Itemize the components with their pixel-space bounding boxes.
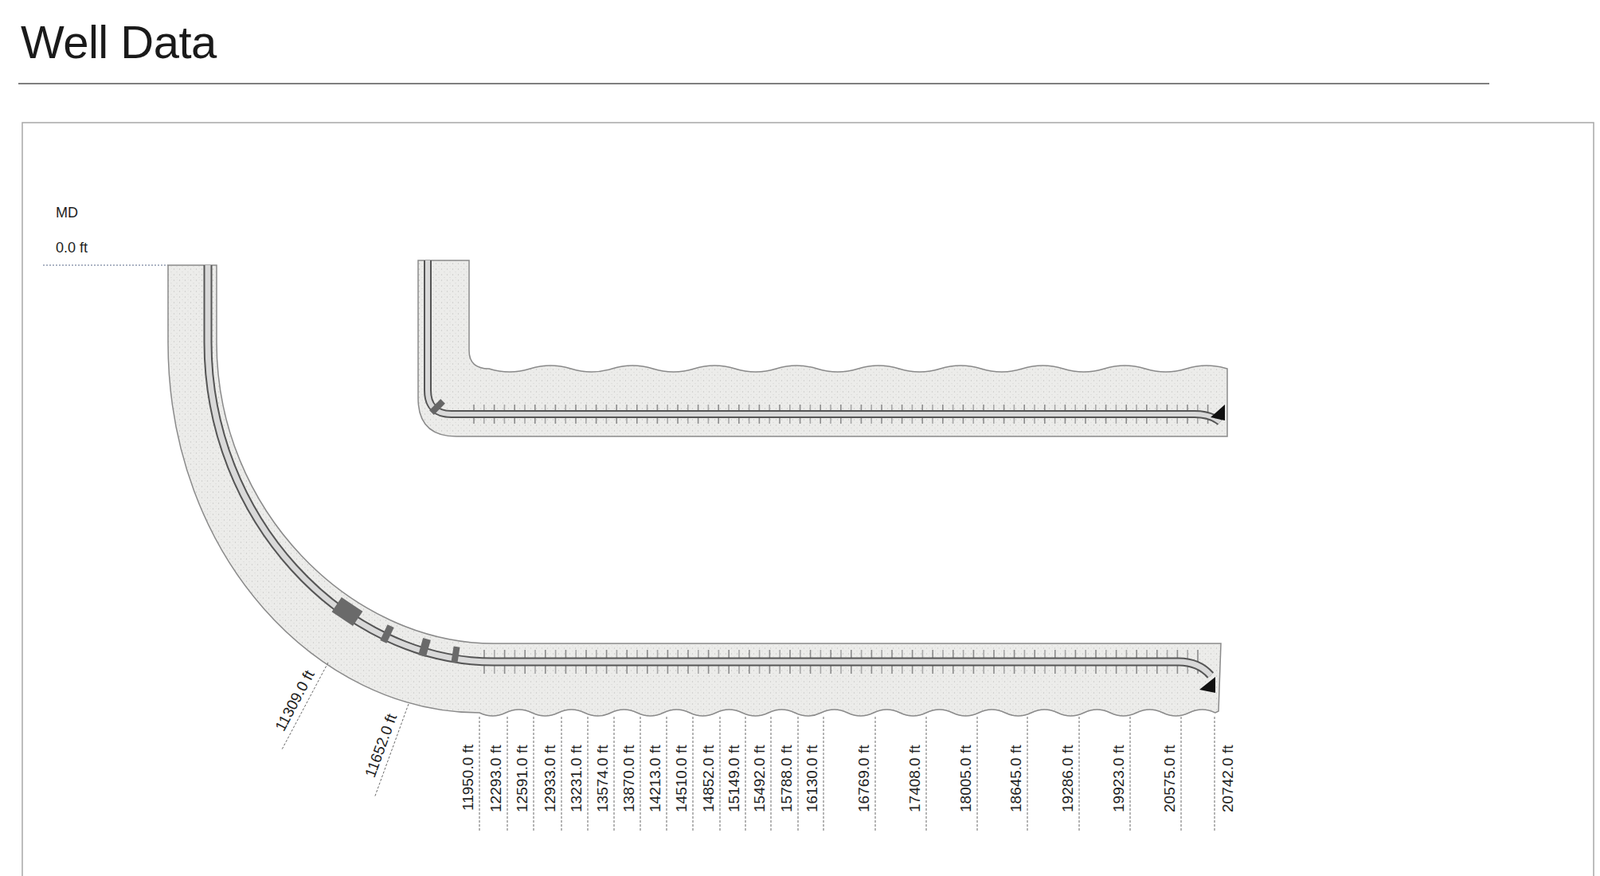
leader-line bbox=[692, 716, 694, 833]
inset-wellbore bbox=[418, 260, 1228, 437]
depth-label: 16769.0 ft bbox=[856, 744, 872, 813]
depth-label: 12591.0 ft bbox=[514, 744, 530, 813]
leader-line bbox=[719, 716, 721, 833]
leader-line bbox=[479, 716, 481, 833]
depth-label: 14213.0 ft bbox=[647, 744, 663, 813]
title-rule bbox=[18, 82, 1490, 85]
main-wellbore bbox=[168, 265, 1221, 716]
page-title: Well Data bbox=[20, 19, 217, 66]
depth-label: 19286.0 ft bbox=[1060, 744, 1076, 813]
downhole-tool bbox=[450, 645, 460, 663]
depth-label: 12933.0 ft bbox=[542, 744, 558, 813]
leader-lines bbox=[281, 662, 1215, 833]
panel-frame bbox=[22, 122, 1594, 876]
depth-label: 20742.0 ft bbox=[1220, 744, 1236, 813]
leader-line bbox=[1214, 716, 1216, 833]
leader-line bbox=[1130, 716, 1131, 833]
depth-label: 18005.0 ft bbox=[958, 744, 974, 813]
leader-line bbox=[926, 716, 928, 833]
depth-label: 11950.0 ft bbox=[460, 744, 476, 811]
downhole-tool bbox=[418, 637, 431, 658]
depth-label: 15492.0 ft bbox=[751, 744, 767, 813]
depth-label: 14852.0 ft bbox=[700, 744, 716, 813]
depth-label: 14510.0 ft bbox=[673, 744, 689, 813]
depth-label: 11652.0 ft bbox=[362, 711, 400, 780]
depth-label: 15149.0 ft bbox=[726, 744, 742, 813]
leader-line bbox=[1027, 716, 1029, 833]
leader-line bbox=[875, 716, 877, 833]
depth-label: 19923.0 ft bbox=[1111, 744, 1127, 813]
depth-label: 13574.0 ft bbox=[594, 744, 611, 813]
depth-label: 15788.0 ft bbox=[778, 744, 795, 813]
depth-label: 20575.0 ft bbox=[1161, 744, 1178, 813]
depth-label: 12293.0 ft bbox=[488, 744, 504, 813]
md-reference-line bbox=[43, 264, 169, 266]
depth-label: 11309.0 ft bbox=[272, 667, 317, 733]
inset-shoe bbox=[1210, 404, 1225, 421]
leader-line bbox=[640, 716, 642, 833]
main-casing bbox=[207, 265, 1211, 676]
leader-line bbox=[507, 716, 509, 833]
depth-label: 13231.0 ft bbox=[568, 744, 584, 813]
inset-casing bbox=[427, 260, 1221, 423]
leader-line bbox=[823, 716, 825, 833]
main-casing-bore bbox=[207, 265, 1211, 676]
md-label: MD bbox=[55, 205, 79, 220]
inset-tool bbox=[429, 399, 446, 415]
depth-label: 17408.0 ft bbox=[907, 744, 923, 813]
downhole-tool bbox=[332, 597, 364, 626]
leader-line bbox=[561, 716, 563, 833]
downhole-tool bbox=[379, 624, 394, 644]
depth-label: 16130.0 ft bbox=[804, 744, 820, 813]
md-value: 0.0 ft bbox=[55, 240, 88, 255]
leader-line bbox=[977, 716, 978, 833]
leader-line bbox=[1181, 716, 1182, 833]
leader-line bbox=[770, 716, 772, 833]
casing-shoe bbox=[1199, 676, 1216, 693]
leader-line bbox=[798, 716, 799, 833]
leader-line bbox=[745, 716, 747, 833]
leader-line bbox=[614, 716, 615, 833]
leader-line bbox=[666, 716, 668, 833]
leader-line bbox=[1079, 716, 1080, 833]
inset-casing-bore bbox=[427, 260, 1221, 423]
depth-label: 13870.0 ft bbox=[621, 744, 637, 813]
leader-line bbox=[533, 716, 535, 833]
depth-label: 18645.0 ft bbox=[1008, 744, 1024, 813]
leader-line bbox=[587, 716, 589, 833]
